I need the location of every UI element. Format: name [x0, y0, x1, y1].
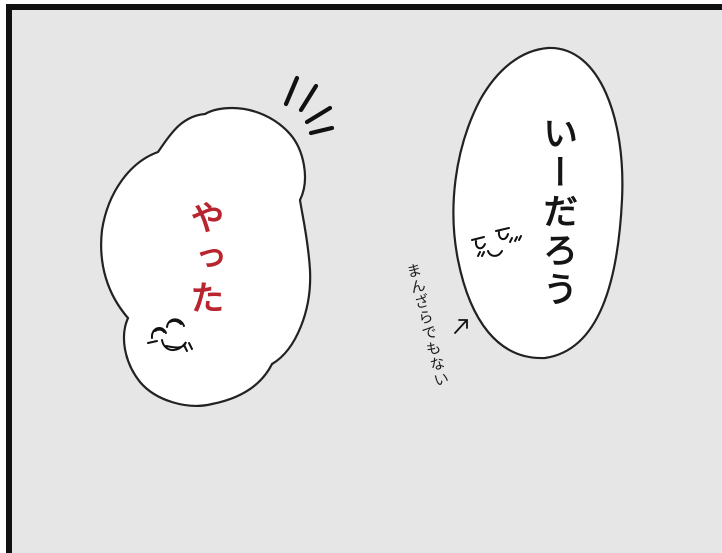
smug-face-icon [471, 227, 522, 257]
emphasis-lines [283, 75, 335, 136]
left-bubble-text: やった [184, 200, 224, 320]
right-speech-bubble [452, 46, 624, 360]
happy-face-icon [147, 318, 193, 352]
right-bubble-text: いーだろう [537, 115, 577, 310]
pointer-arrow-icon [454, 319, 468, 334]
